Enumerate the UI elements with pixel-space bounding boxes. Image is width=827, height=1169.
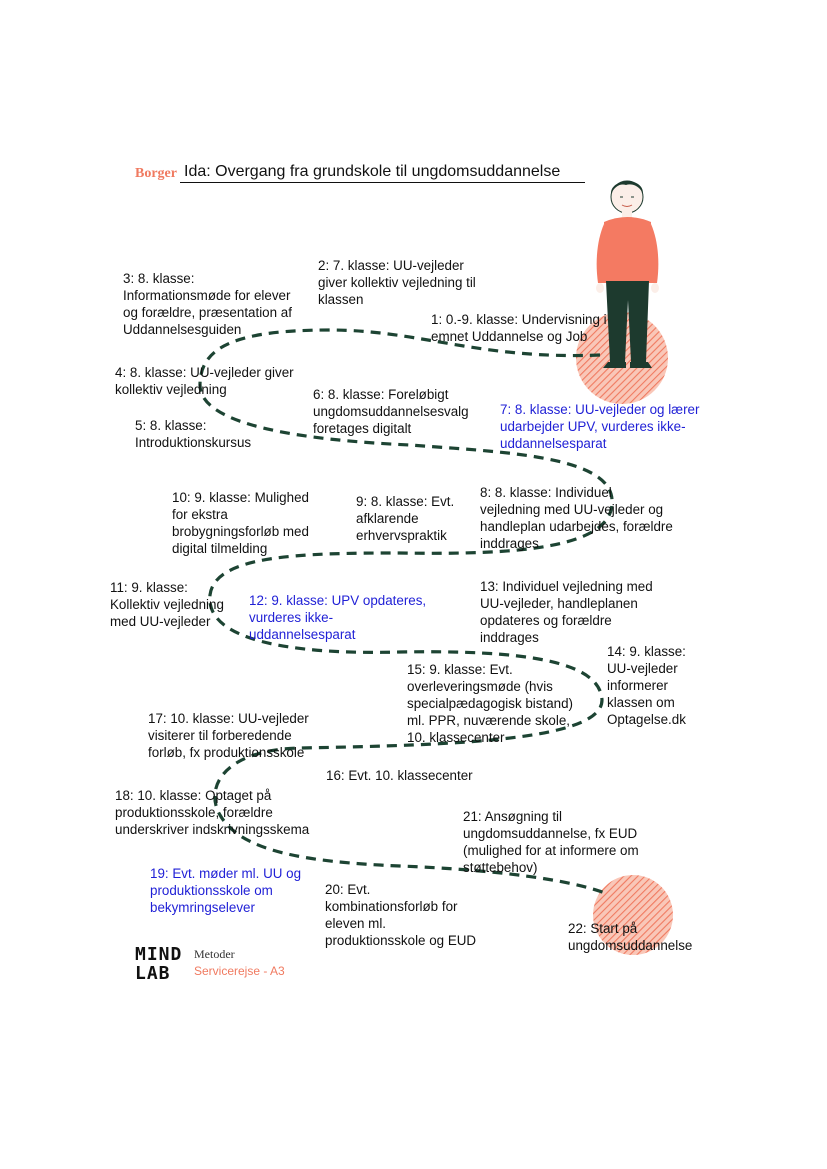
- step-11: 11: 9. klasse: Kollektiv vejledning med …: [110, 579, 224, 630]
- step-9: 9: 8. klasse: Evt. afklarende erhvervspr…: [356, 493, 454, 544]
- step-19: 19: Evt. møder ml. UU og produktionsskol…: [150, 865, 301, 916]
- step-15: 15: 9. klasse: Evt. overleveringsmøde (h…: [407, 661, 573, 746]
- step-7: 7: 8. klasse: UU-vejleder og lærer udarb…: [500, 401, 699, 452]
- step-13: 13: Individuel vejledning med UU-vejlede…: [480, 578, 653, 646]
- step-18: 18: 10. klasse: Optaget på produktionssk…: [115, 787, 309, 838]
- step-16: 16: Evt. 10. klassecenter: [326, 767, 473, 784]
- step-2: 2: 7. klasse: UU-vejleder giver kollekti…: [318, 257, 476, 308]
- step-20: 20: Evt. kombinationsforløb for eleven m…: [325, 881, 476, 949]
- step-8: 8: 8. klasse: Individuel vejledning med …: [480, 484, 673, 552]
- step-1: 1: 0.-9. klasse: Undervisning i emnet Ud…: [431, 311, 607, 345]
- step-21: 21: Ansøgning til ungdomsuddannelse, fx …: [463, 808, 639, 876]
- step-12: 12: 9. klasse: UPV opdateres, vurderes i…: [249, 592, 426, 643]
- step-17: 17: 10. klasse: UU-vejleder visiterer ti…: [148, 710, 309, 761]
- step-5: 5: 8. klasse: Introduktionskursus: [135, 417, 251, 451]
- mindlab-logo: MIND LAB: [135, 945, 182, 983]
- service-label: Servicerejse - A3: [194, 964, 285, 978]
- step-10: 10: 9. klasse: Mulighed for ekstra broby…: [172, 489, 309, 557]
- step-14: 14: 9. klasse: UU-vejleder informerer kl…: [607, 643, 686, 728]
- step-3: 3: 8. klasse: Informationsmøde for eleve…: [123, 270, 292, 338]
- method-label: Metoder: [194, 947, 235, 962]
- step-22: 22: Start på ungdomsuddannelse: [568, 920, 692, 954]
- step-6: 6: 8. klasse: Foreløbigt ungdomsuddannel…: [313, 386, 469, 437]
- step-4: 4: 8. klasse: UU-vejleder giver kollekti…: [115, 364, 294, 398]
